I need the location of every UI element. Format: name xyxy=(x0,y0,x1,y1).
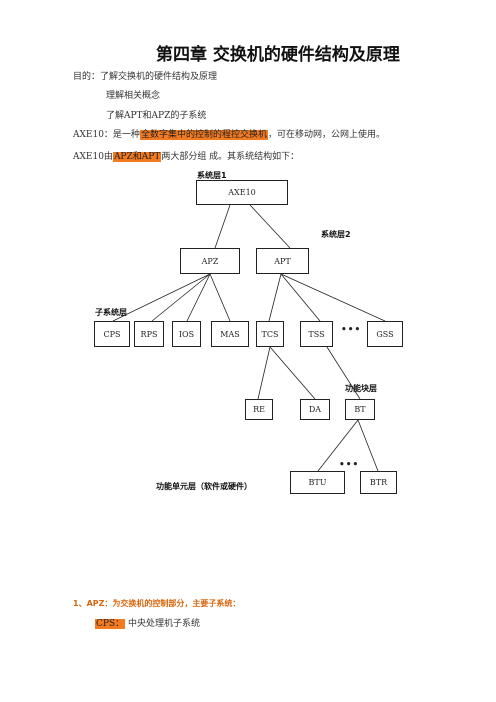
axe-definition-suffix: ，可在移动网，公网上使用。 xyxy=(267,130,385,140)
label-function-block-level: 功能块层 xyxy=(345,384,377,393)
label-function-unit-level: 功能单元层（软件或硬件） xyxy=(156,482,252,491)
structure-highlight: APZ和APT xyxy=(112,152,162,162)
node-mas: MAS xyxy=(211,321,249,347)
section1-item-highlight: CPS： xyxy=(95,619,126,629)
axe-definition-prefix: AXE10：是一种 xyxy=(73,130,140,140)
structure-prefix: AXE10由 xyxy=(73,152,113,162)
label-system-level-1: 系统层1 xyxy=(197,171,227,180)
edge-apz-rps xyxy=(151,273,211,322)
node-btu: BTU xyxy=(290,471,345,494)
edge-bt-btr xyxy=(357,419,379,472)
node-btr: BTR xyxy=(360,471,397,494)
node-re: RE xyxy=(245,399,273,420)
node-gss: GSS xyxy=(367,321,403,347)
edge-apz-mas xyxy=(209,273,231,322)
node-da: DA xyxy=(300,399,330,420)
ellipsis-subsystems: ••• xyxy=(341,325,362,335)
edge-tcs-da xyxy=(269,346,316,400)
edge-apz-ios xyxy=(186,273,211,322)
label-subsystem-level: 子系统层 xyxy=(95,308,127,317)
subsystems-line: 了解APT和APZ的子系统 xyxy=(106,111,207,121)
edge-apz-cps xyxy=(112,273,211,322)
axe-definition-line: AXE10：是一种全数字集中的控制的程控交换机，可在移动网，公网上使用。 xyxy=(73,127,385,140)
label-system-level-2: 系统层2 xyxy=(321,230,351,239)
section1-heading: 1、APZ：为交换机的控制部分，主要子系统： xyxy=(73,599,241,608)
structure-line: AXE10由APZ和APT两大部分组 成。其系统结构如下： xyxy=(73,149,299,162)
edge-apt-tcs xyxy=(268,273,282,322)
edge-axe10-apt xyxy=(249,204,291,249)
edge-tss-bt xyxy=(326,346,361,400)
section1-item: CPS： 中央处理机子系统 xyxy=(95,616,200,629)
edge-apt-gss xyxy=(280,273,386,322)
node-bt: BT xyxy=(345,399,375,420)
edge-apt-tss xyxy=(280,273,321,322)
purpose-line: 目的：了解交换机的硬件结构及原理 xyxy=(73,72,218,82)
page-title: 第四章 交换机的硬件结构及原理 xyxy=(156,45,400,65)
node-axe10: AXE10 xyxy=(196,180,288,205)
axe-definition-highlight: 全数字集中的控制的程控交换机 xyxy=(139,130,268,140)
ellipsis-function-units: ••• xyxy=(339,460,360,470)
edge-tcs-re xyxy=(257,346,271,400)
node-rps: RPS xyxy=(134,321,164,347)
node-ios: IOS xyxy=(172,321,201,347)
concepts-line: 理解相关概念 xyxy=(106,91,161,101)
node-tss: TSS xyxy=(300,321,333,347)
node-apz: APZ xyxy=(180,248,240,274)
edge-axe10-apz xyxy=(214,204,231,249)
node-tcs: TCS xyxy=(256,321,284,347)
edge-bt-btu xyxy=(317,419,359,472)
node-apt: APT xyxy=(256,248,309,274)
node-cps: CPS xyxy=(94,321,130,347)
section1-item-text: 中央处理机子系统 xyxy=(125,619,200,629)
structure-suffix: 两大部分组 成。其系统结构如下： xyxy=(161,152,300,162)
